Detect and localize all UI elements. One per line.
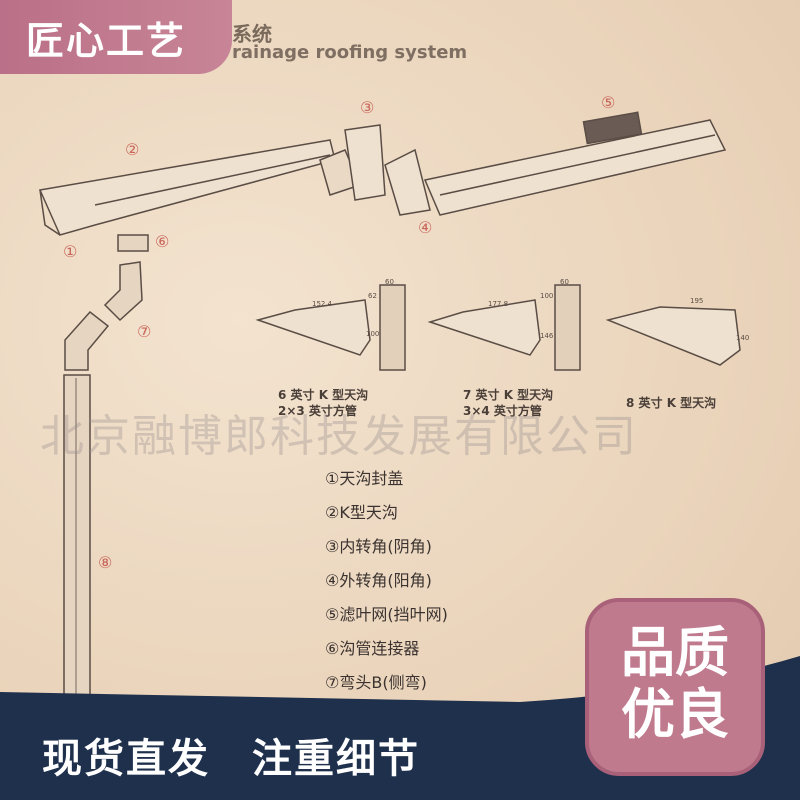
parts-legend: ①天沟封盖 ②K型天沟 ③内转角(阴角) ④外转角(阳角) ⑤滤叶网(挡叶网) … [325, 462, 448, 700]
profile-8in [605, 306, 741, 366]
diagram-title-en: rainage roofing system [232, 42, 468, 63]
legend-item: ②K型天沟 [325, 503, 398, 522]
callout-6: ⑥ [155, 232, 170, 251]
caption-line: 7 英寸 K 型天沟 [463, 388, 554, 402]
callout-8: ⑧ [98, 553, 113, 572]
badge-quality-line1: 品质 [621, 621, 729, 684]
callout-5: ⑤ [601, 93, 616, 112]
dim: 62 [368, 292, 377, 300]
callout-4: ④ [418, 218, 433, 237]
legend-item: ④外转角(阳角) [325, 571, 432, 590]
badge-quality: 品质 优良 [585, 598, 765, 776]
k-gutter-right [423, 111, 727, 216]
outer-corner [384, 148, 431, 216]
elbow-b [103, 261, 143, 322]
caption-line: 8 英寸 K 型天沟 [626, 396, 717, 410]
connector [117, 234, 149, 252]
badge-craftsmanship: 匠心工艺 [0, 0, 232, 74]
diagram-title-cn: 系统 [232, 22, 272, 46]
profile-7in [427, 284, 581, 371]
bottom-banner-text: 现货直发 注重细节 [42, 736, 420, 782]
elbow-a [64, 310, 110, 371]
callout-2: ② [125, 140, 140, 159]
caption-line: 3×4 英寸方管 [463, 404, 542, 418]
dim: 60 [385, 278, 394, 286]
dim: 140 [736, 334, 750, 342]
caption-line: 6 英寸 K 型天沟 [278, 388, 369, 402]
caption-line: 2×3 英寸方管 [278, 404, 357, 418]
profile-6in [255, 284, 406, 371]
callout-7: ⑦ [137, 322, 152, 341]
dim: 60 [560, 278, 569, 286]
profile-7in-caption: 7 英寸 K 型天沟 3×4 英寸方管 [463, 387, 553, 419]
watermark: 北京融博郎科技发展有限公司 [40, 411, 638, 462]
legend-item: ③内转角(阴角) [325, 537, 432, 556]
legend-item: ⑦弯头B(侧弯) [325, 673, 427, 692]
dim: 100 [366, 330, 380, 338]
legend-item: ⑤滤叶网(挡叶网) [325, 605, 448, 624]
profile-8in-caption: 8 英寸 K 型天沟 [626, 395, 716, 411]
dim: 100 [540, 292, 554, 300]
dim: 195 [690, 297, 704, 305]
legend-item: ⑥沟管连接器 [325, 639, 420, 658]
dim: 152.4 [312, 300, 333, 308]
legend-item: ①天沟封盖 [325, 469, 404, 488]
dim: 177.8 [488, 300, 509, 308]
profile-6in-caption: 6 英寸 K 型天沟 2×3 英寸方管 [278, 387, 368, 419]
dim: 146 [540, 332, 554, 340]
callout-3: ③ [360, 98, 375, 117]
badge-quality-line2: 优良 [621, 683, 729, 746]
callout-1: ① [63, 242, 78, 261]
k-gutter-left [38, 139, 336, 236]
inner-corner [319, 124, 386, 201]
